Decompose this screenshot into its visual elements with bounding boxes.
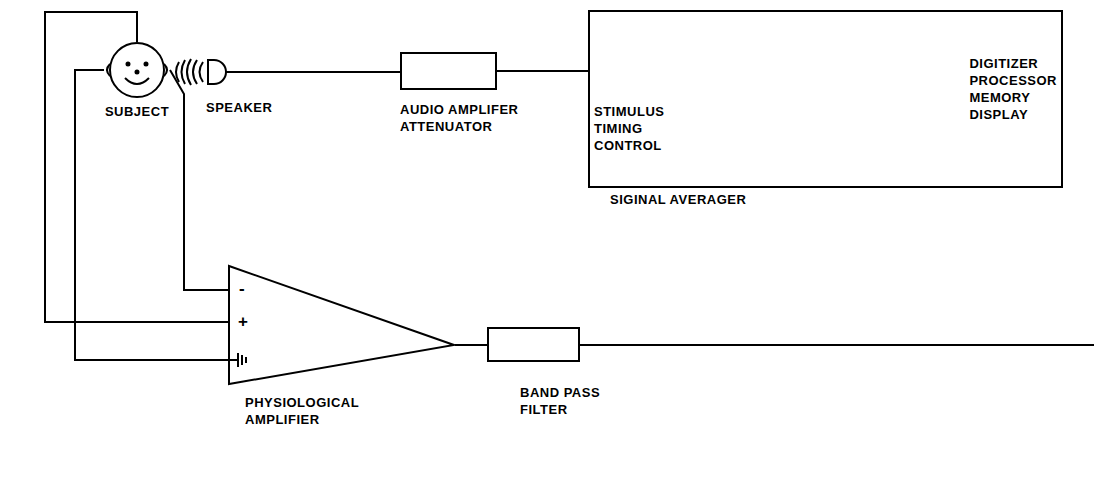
signal-wire [75, 70, 228, 360]
speaker-symbol: SPEAKER [206, 58, 226, 86]
signal-wire [45, 12, 228, 322]
input-sign: + [238, 313, 248, 330]
section-text: STIMULUS TIMING CONTROL [594, 104, 664, 155]
box-heading: SIGINAL AVERAGER [610, 192, 746, 209]
signal-wire [455, 344, 487, 346]
face-outline [104, 42, 170, 100]
output-wire [580, 344, 1094, 346]
filter-box: BAND PASS FILTER [487, 327, 580, 362]
subject-face: SUBJECT [104, 42, 170, 100]
amplifier-triangle: PHYSIOLOGICAL AMPLIFIER [228, 265, 455, 385]
triangle-outline [228, 265, 455, 385]
speaker-label: SPEAKER [206, 100, 272, 117]
amplifier-label: AUDIO AMPLIFER ATTENUATOR [400, 102, 528, 136]
section-text: DIGITIZER PROCESSOR MEMORY DISPLAY [969, 56, 1057, 124]
signal-wire [226, 71, 400, 73]
amplifier-label: PHYSIOLOGICAL AMPLIFIER [245, 395, 359, 429]
amplifier-box: AUDIO AMPLIFER ATTENUATOR [400, 52, 497, 90]
sound-waves [176, 59, 203, 85]
filter-label: BAND PASS FILTER [520, 385, 612, 419]
speaker-outline [206, 58, 226, 86]
subject-label: SUBJECT [105, 104, 169, 121]
signal-wire [497, 70, 588, 72]
input-sign: - [239, 280, 245, 297]
averager-box: STIMULUS TIMING CONTROL DIGITIZER PROCESS… [588, 10, 1063, 188]
